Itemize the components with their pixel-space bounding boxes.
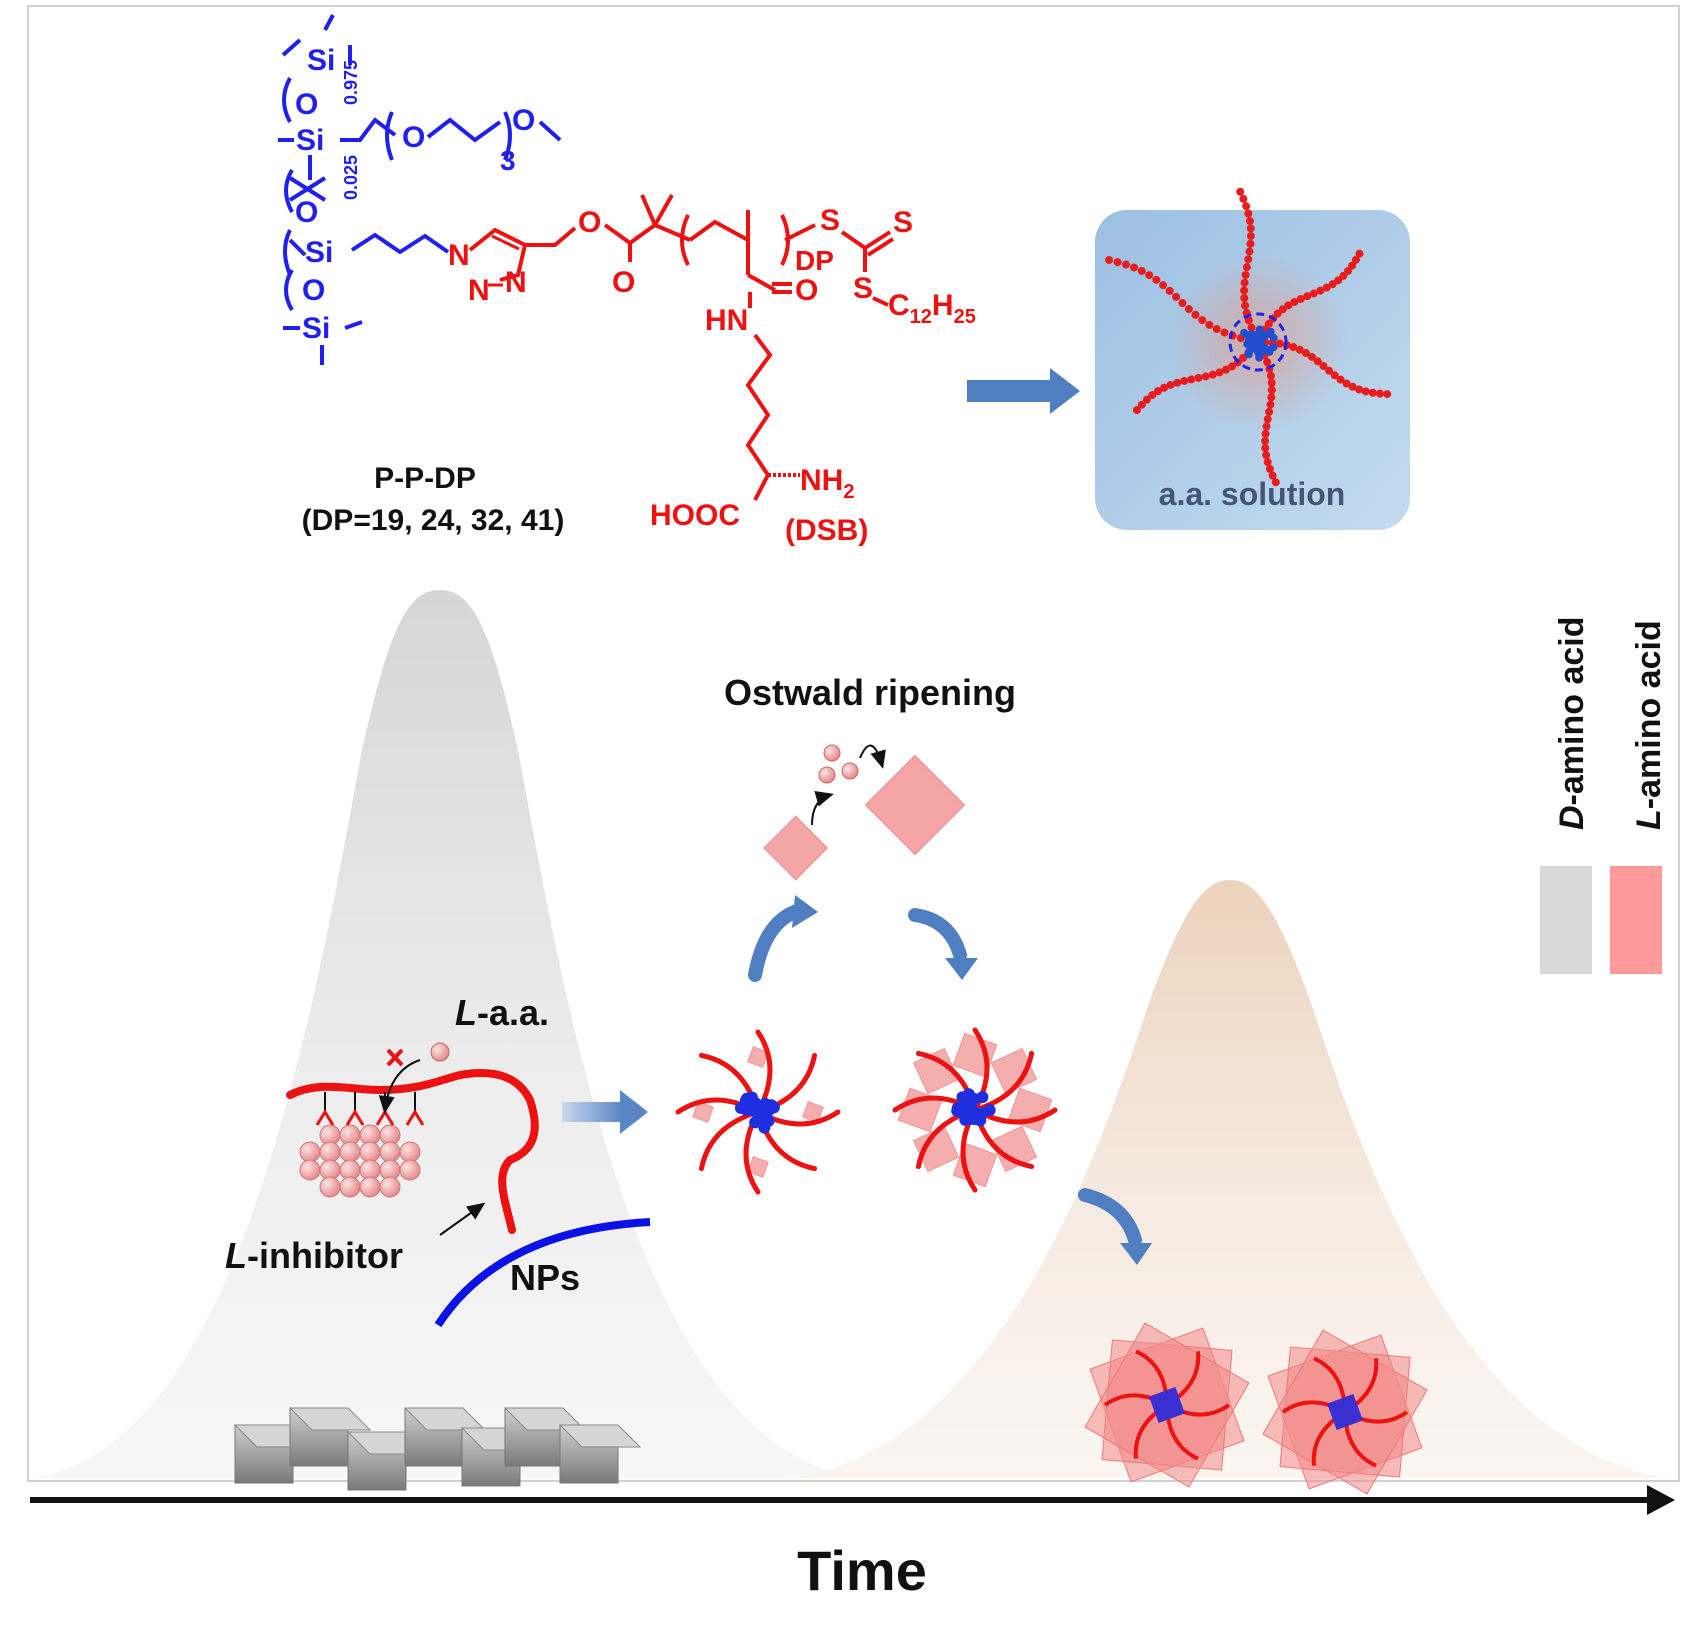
triazole-n-2: N [468,274,490,307]
solution-label: a.a. solution [1159,476,1346,512]
legend-d-label: D-amino acid [1553,617,1591,831]
legend-d-swatch [1540,866,1592,974]
o-atom-3: O [302,274,325,307]
o-atom-1: O [295,88,318,121]
legend: D-amino acid L-amino acid [1540,617,1668,975]
sub-0975: 0.975 [341,60,361,105]
ostwald-ripening-illustration [764,745,965,880]
sulfur-2: S [893,206,913,239]
red-polymer-structure: N N N O O DP S S S C12H25 O HN N [448,195,976,547]
si-atom-3: Si [305,236,333,269]
o-atom-2: O [295,196,318,229]
dsb-label: (DSB) [785,514,868,547]
legend-l-swatch [1610,866,1662,974]
si-atom-1: Si [307,44,335,77]
c12h25-group: C12H25 [888,289,976,328]
curved-arrow-down [915,915,978,980]
peg-oxygen-1: O [402,121,425,154]
sulfur-3: S [853,272,873,305]
np-star-2 [895,1030,1055,1190]
sulfur-1: S [820,204,840,237]
x-axis-label: Time [797,1539,927,1602]
ester-oxygen-2: O [612,266,635,299]
solution-box: a.a. solution [1095,188,1410,530]
ostwald-label: Ostwald ripening [724,672,1016,713]
peg-oxygen-2: O [512,104,535,137]
polymer-name-label: P-P-DP [374,462,476,495]
time-axis [30,1485,1675,1515]
si-atom-2: Si [296,124,324,157]
d-amino-acid-curve [32,590,860,1478]
nh2-group: NH2 [800,464,854,503]
np-star-1 [678,1032,838,1192]
triazole-n-1: N [448,239,470,272]
curved-arrow-up [755,895,818,975]
nps-label: NPs [510,1257,580,1298]
hooc-group: HOOC [650,499,740,532]
arrow-to-solution [967,368,1080,414]
hn-group: HN [705,304,748,337]
l-aa-label: L-a.a. [455,992,549,1033]
amide-oxygen: O [795,274,818,307]
dp-values-label: (DP=19, 24, 32, 41) [302,504,565,537]
si-atom-4: Si [302,312,330,345]
l-inhibitor-label: L-inhibitor [225,1235,403,1276]
peg-subscript-3: 3 [500,145,516,176]
siloxane-backbone: Si 0.975 O Si 0.025 O 3 O O Si O Si [278,15,560,365]
ester-oxygen-1: O [578,206,601,239]
dp-subscript: DP [795,245,834,276]
legend-l-label: L-amino acid [1630,620,1668,830]
triazole-n-3: N [505,266,527,299]
sub-0025: 0.025 [341,155,361,200]
